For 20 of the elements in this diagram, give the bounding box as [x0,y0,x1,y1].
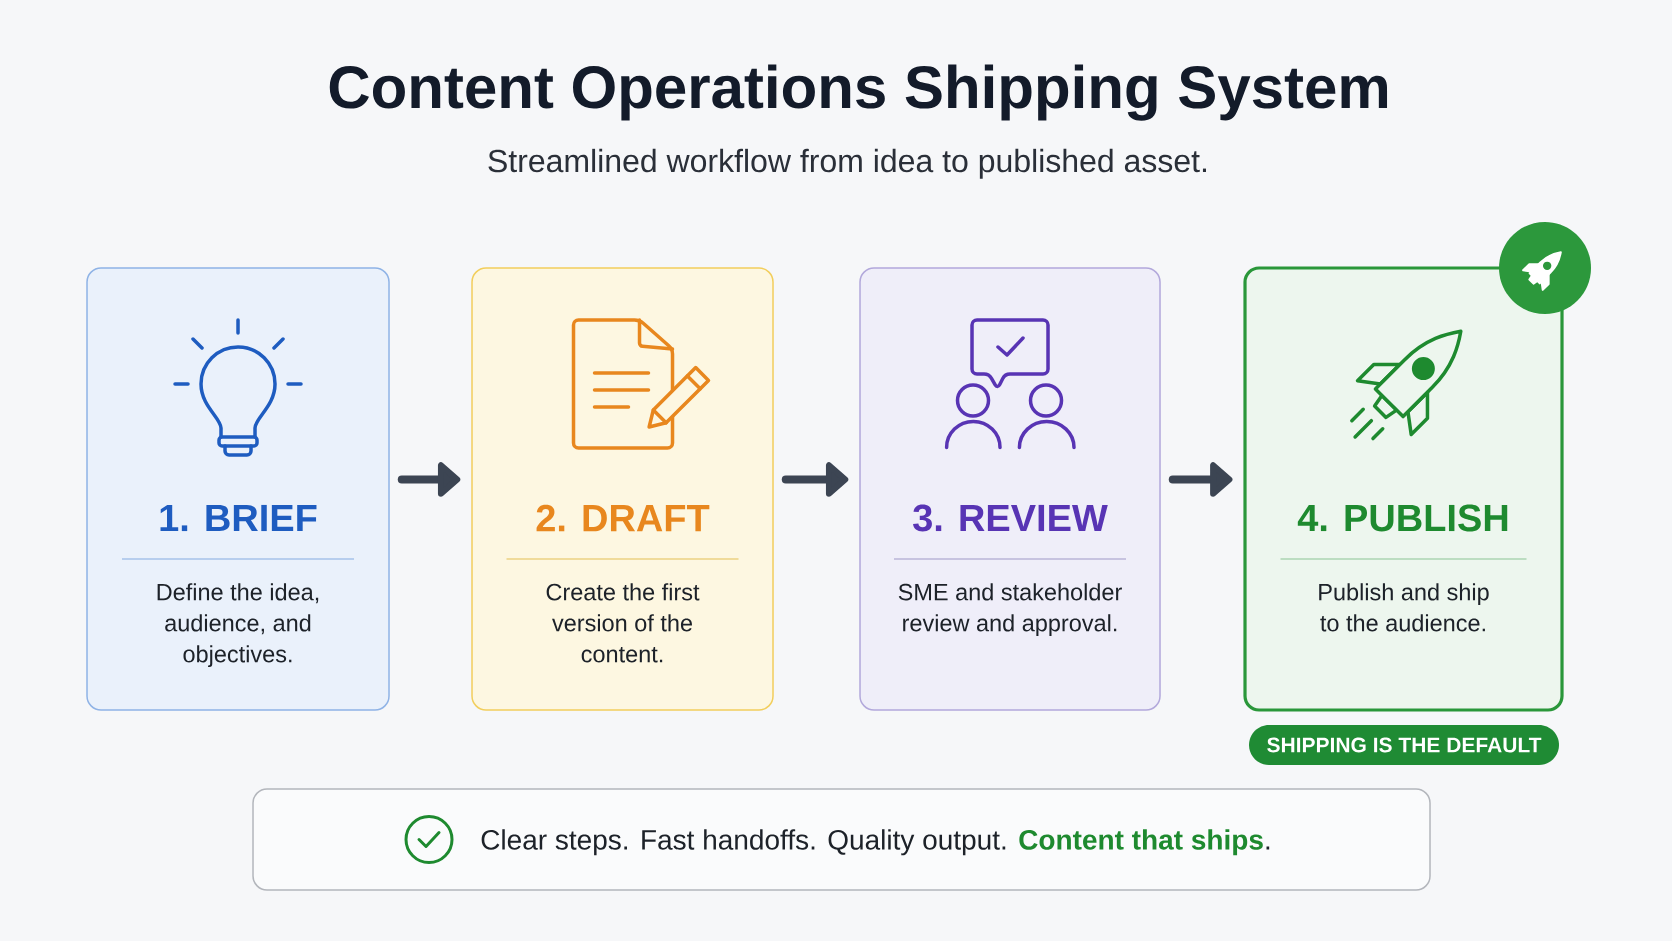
step-description: Publish and ship to the audience. [1319,583,1489,632]
step-description: SME and stakeholder review and approval. [898,583,1122,637]
step-card [859,267,1161,711]
arrow [781,462,849,497]
step-title: 2. DRAFT [536,504,710,532]
arrow [1168,462,1233,497]
tagline: Clear steps. Fast handoffs. Quality output. Content that ships. [481,829,1270,856]
step-title: 4. PUBLISH [1297,504,1508,532]
status-pill: SHIPPING IS THE DEFAULT [1249,725,1559,765]
step-card [471,267,774,711]
step-card [86,267,390,711]
subtitle: Streamlined workflow from idea to published asset. [488,148,1206,179]
step-description: Define the idea, audience, and objectives. [157,583,319,668]
step-card [1243,266,1564,712]
footer-bar [252,788,1431,891]
arrow [397,462,461,497]
step-title: 1. BRIEF [160,504,317,532]
title: Content Operations Shipping System [329,64,1388,121]
step-description: Create the first version of the content. [546,583,700,663]
step-title: 3. REVIEW [913,504,1108,532]
